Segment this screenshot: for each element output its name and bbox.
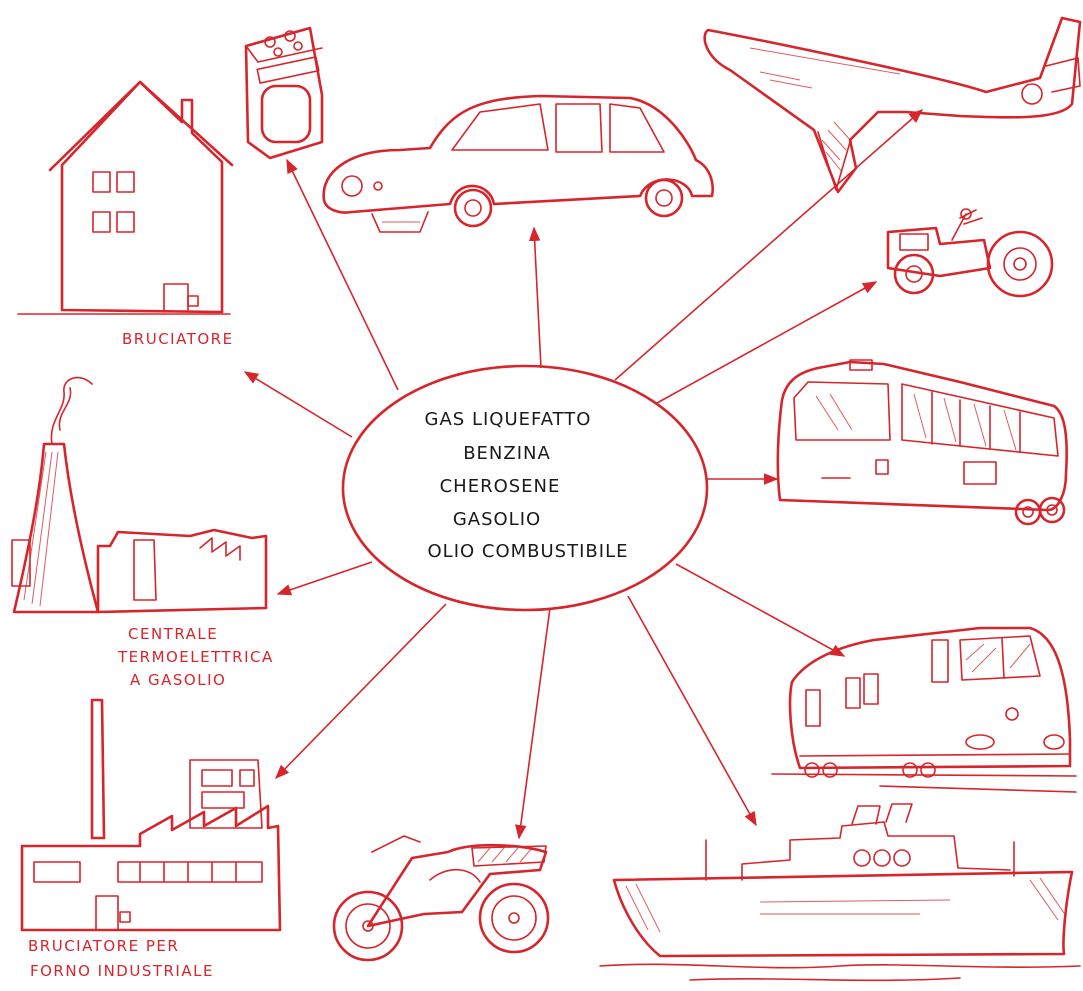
fuel-item: GASOLIO bbox=[453, 509, 541, 530]
arrows bbox=[243, 109, 924, 840]
bus-icon bbox=[776, 359, 1068, 526]
fuel-item: GAS LIQUEFATTO bbox=[425, 409, 592, 430]
power-plant-caption-line3: A GASOLIO bbox=[130, 671, 226, 689]
house-icon bbox=[17, 80, 234, 315]
arrow-to-tractor bbox=[656, 281, 878, 404]
power-plant-caption-line2: TERMOELETTRICA bbox=[117, 648, 274, 666]
arrow-to-factory bbox=[274, 603, 447, 780]
airplane-icon bbox=[703, 16, 1082, 194]
house-caption: BRUCIATORE bbox=[122, 330, 234, 348]
train-icon bbox=[771, 626, 1077, 793]
arrow-to-train bbox=[675, 563, 846, 657]
tractor-icon bbox=[886, 208, 1054, 298]
arrow-to-ship bbox=[627, 595, 757, 827]
power-plant-icon bbox=[11, 376, 268, 614]
fuel-item: OLIO COMBUSTIBILE bbox=[428, 541, 629, 562]
factory-caption-line1: BRUCIATORE PER bbox=[28, 937, 179, 955]
stove-icon bbox=[244, 26, 324, 160]
fuel-list-ellipse: GAS LIQUEFATTO BENZINA CHEROSENE GASOLIO… bbox=[341, 364, 709, 612]
fuel-item: CHEROSENE bbox=[440, 476, 561, 497]
arrow-to-motorcycle bbox=[515, 607, 551, 840]
arrow-to-car bbox=[528, 226, 542, 369]
factory-caption-line2: FORNO INDUSTRIALE bbox=[30, 962, 214, 980]
power-plant-caption-line1: CENTRALE bbox=[128, 625, 218, 643]
car-icon bbox=[322, 94, 714, 233]
arrow-to-house bbox=[243, 371, 353, 438]
arrow-to-power-plant bbox=[276, 561, 373, 596]
fuel-item: BENZINA bbox=[463, 443, 551, 464]
motorcycle-icon bbox=[332, 835, 550, 962]
arrow-to-airplane bbox=[614, 109, 924, 381]
ship-icon bbox=[599, 803, 1081, 982]
arrow-to-stove bbox=[286, 158, 399, 391]
factory-icon bbox=[20, 698, 282, 932]
